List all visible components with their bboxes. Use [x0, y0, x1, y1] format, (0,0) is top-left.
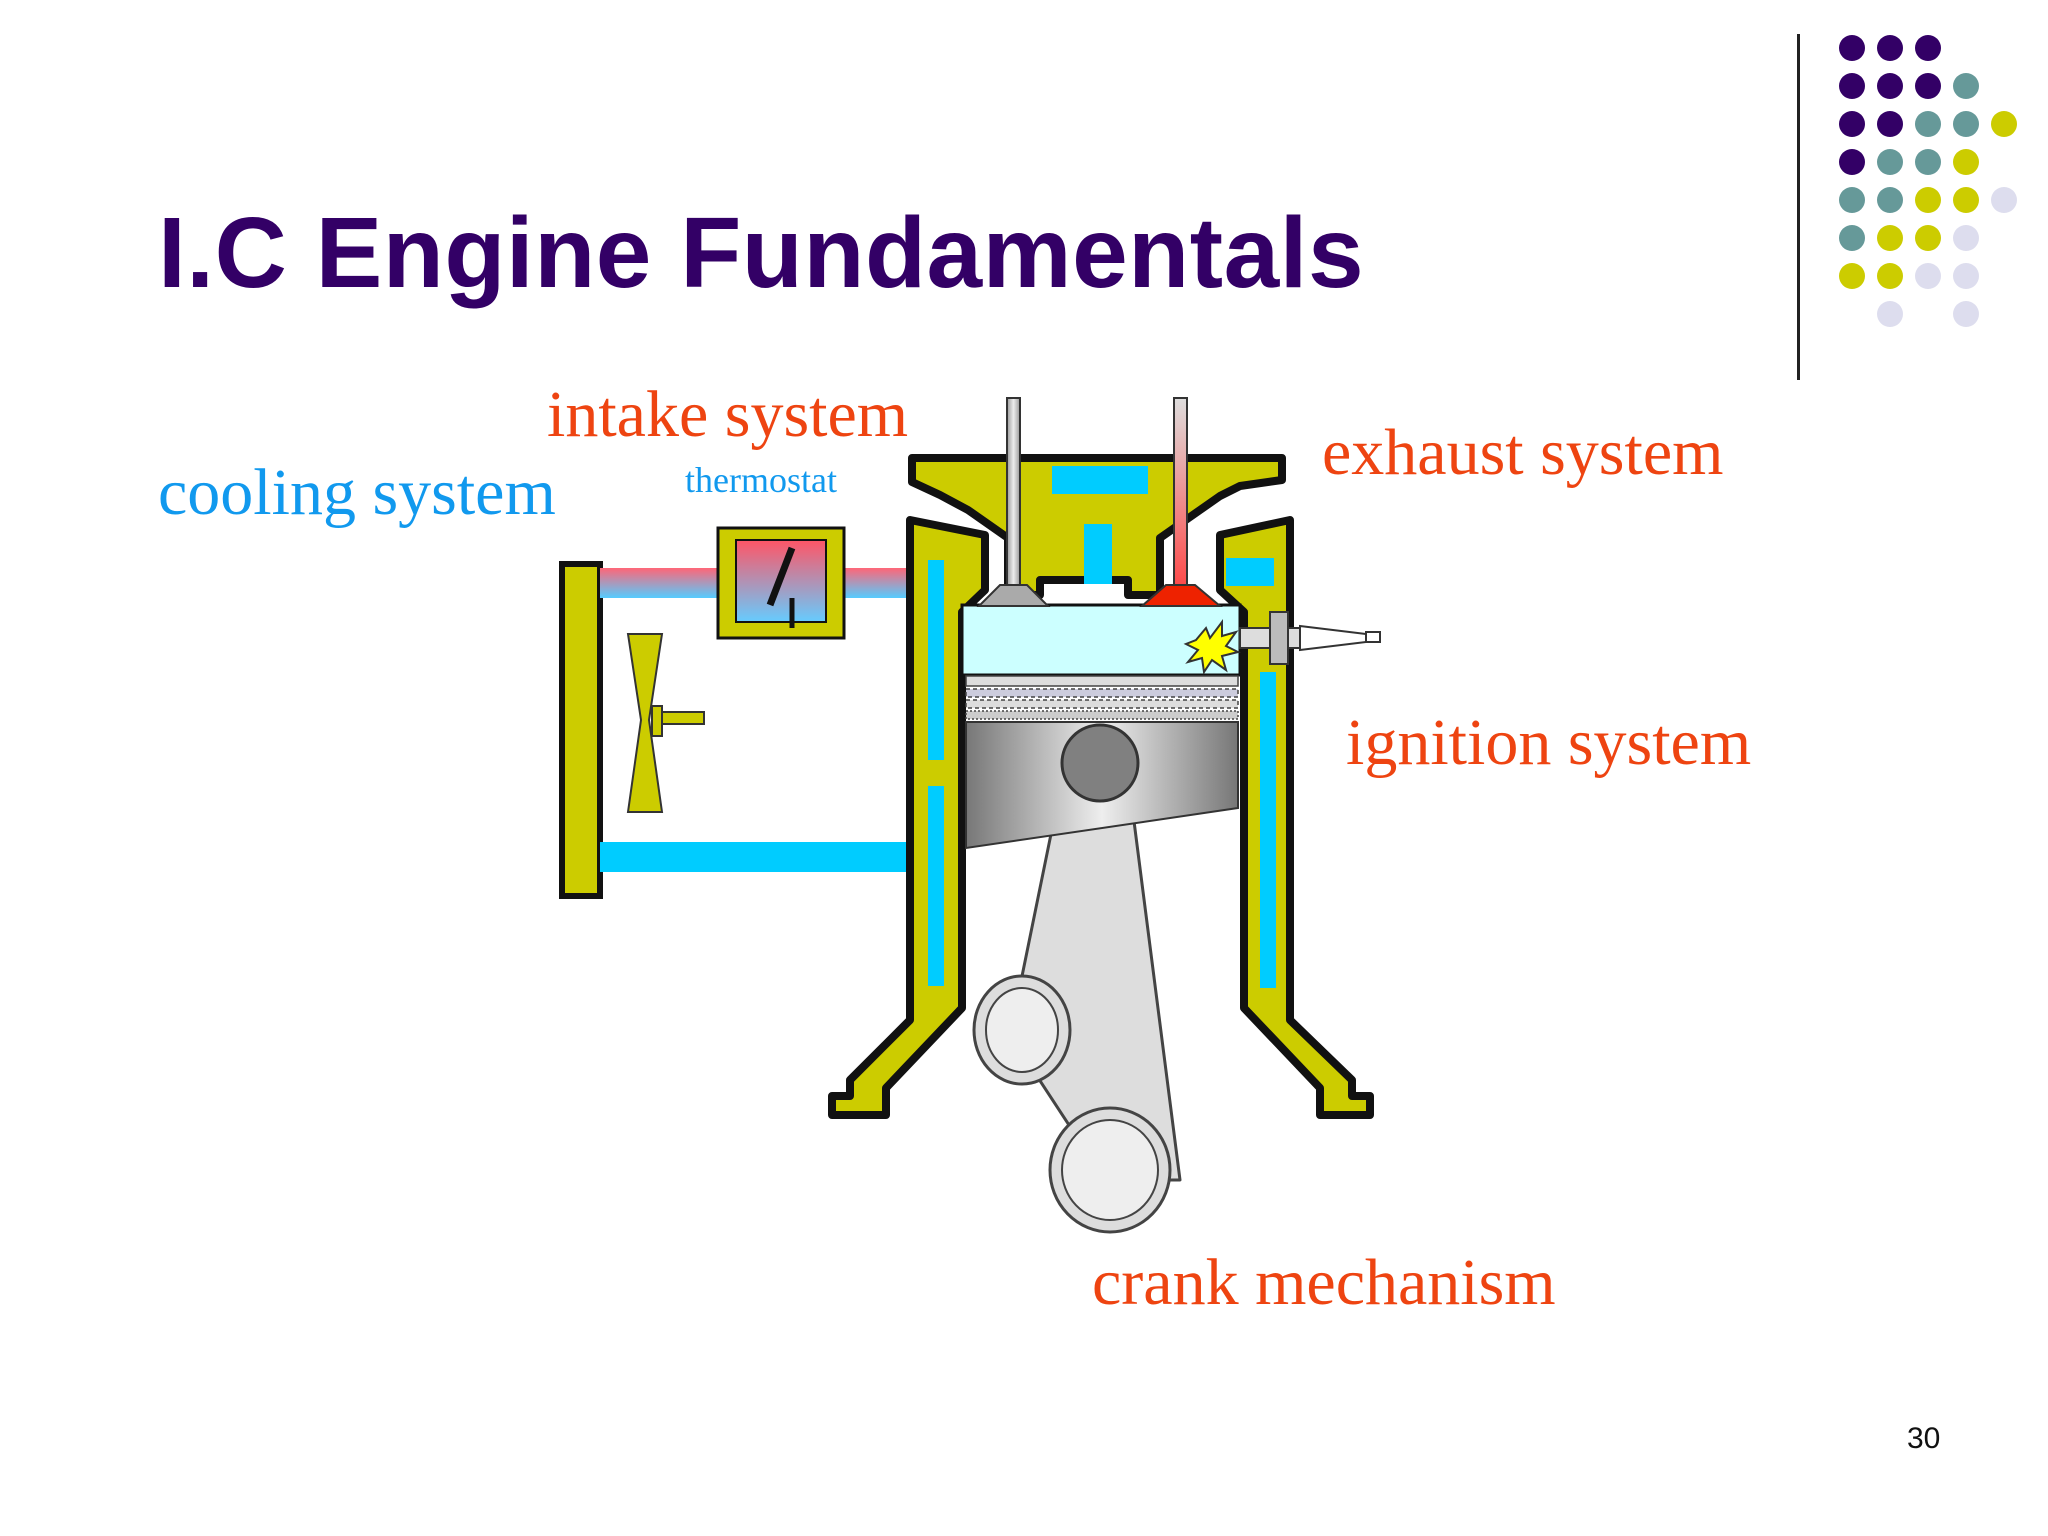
decor-dot	[1839, 149, 1865, 175]
exhaust-valve-stem	[1173, 397, 1188, 595]
thermostat-valve-flap	[766, 546, 796, 607]
head-coolant-port-left	[1052, 466, 1148, 494]
decor-dot	[1915, 187, 1941, 213]
water-jacket-right-top	[1226, 558, 1274, 586]
engine-block-right	[1216, 516, 1374, 1119]
fan-blades	[626, 633, 664, 813]
piston-crown	[965, 675, 1239, 687]
page-number: 30	[1907, 1422, 1941, 1455]
radiator	[559, 561, 603, 899]
decor-dot	[1953, 225, 1979, 251]
decor-dot	[1953, 111, 1979, 137]
decor-dot	[1839, 35, 1865, 61]
piston-ring-2	[965, 699, 1239, 709]
decor-dot	[1839, 111, 1865, 137]
decor-dot	[1953, 187, 1979, 213]
decor-dot	[1877, 111, 1903, 137]
thermostat-label: thermostat	[685, 460, 837, 500]
crank-big-end-inner	[985, 987, 1059, 1073]
decor-dot	[1877, 73, 1903, 99]
fan-hub	[651, 705, 663, 737]
piston-pin	[1060, 723, 1140, 803]
decor-dot	[1953, 149, 1979, 175]
water-jacket-left-lower	[928, 786, 944, 986]
spark-plug-insulator	[1299, 624, 1367, 652]
decor-dot	[1877, 187, 1903, 213]
decor-dot	[1953, 73, 1979, 99]
decor-dot	[1953, 301, 1979, 327]
decor-dot	[1877, 263, 1903, 289]
spark-plug-hex	[1269, 611, 1289, 665]
decor-dot	[1953, 263, 1979, 289]
decor-dot	[1877, 225, 1903, 251]
decor-dot	[1839, 263, 1865, 289]
decor-dot	[1915, 263, 1941, 289]
engine-block-left	[828, 516, 989, 1119]
exhaust-system-label: exhaust system	[1322, 416, 1724, 489]
intake-valve-head	[976, 584, 1051, 607]
water-jacket-right	[1260, 672, 1276, 988]
exhaust-valve-head	[1139, 584, 1223, 607]
spark-plug-terminal	[1365, 631, 1381, 643]
piston-ring-3	[965, 710, 1239, 720]
crank-mechanism-label: crank mechanism	[1092, 1246, 1556, 1319]
decor-dot	[1915, 149, 1941, 175]
head-coolant-port-center	[1084, 524, 1112, 584]
crankshaft-journal-inner	[1061, 1119, 1159, 1221]
cooling-system-label: cooling system	[158, 456, 556, 529]
spark-flash-icon	[1183, 619, 1241, 675]
intake-system-label: intake system	[547, 378, 909, 451]
decor-dot	[1915, 111, 1941, 137]
ignition-system-label: ignition system	[1346, 706, 1752, 779]
decor-dot	[1915, 35, 1941, 61]
decor-dot	[1839, 225, 1865, 251]
decor-dot	[1839, 187, 1865, 213]
title-divider-line	[1797, 34, 1800, 380]
decor-dot	[1877, 301, 1903, 327]
decor-dot	[1877, 149, 1903, 175]
decor-dot	[1915, 225, 1941, 251]
decor-dot	[1877, 35, 1903, 61]
decor-dot	[1915, 73, 1941, 99]
water-jacket-left-upper	[928, 560, 944, 760]
decor-dot	[1991, 111, 2017, 137]
decor-dot	[1839, 73, 1865, 99]
slide-title: I.C Engine Fundamentals	[158, 197, 1365, 309]
coolant-pipe-cold	[600, 842, 908, 872]
decor-dot	[1991, 187, 2017, 213]
intake-valve-stem	[1006, 397, 1021, 595]
piston-ring-1	[965, 688, 1239, 698]
